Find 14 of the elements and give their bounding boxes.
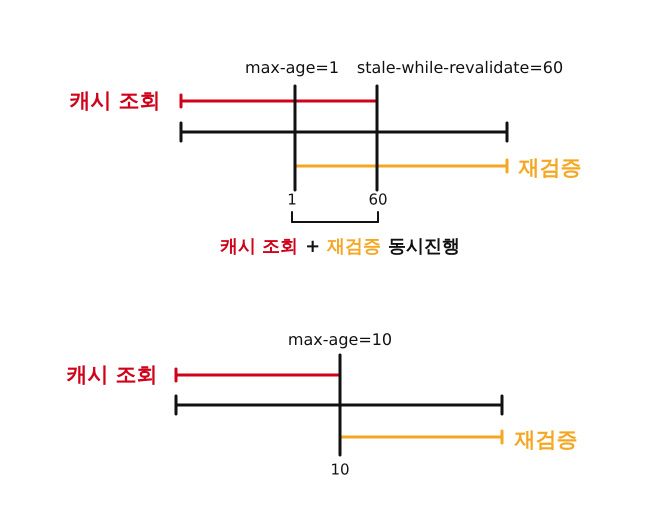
bar-label: 캐시 조회 (69, 90, 161, 112)
bar-label: 재검증 (518, 158, 582, 178)
tick-label: 60 (368, 192, 388, 208)
bar-label: 캐시 조회 (66, 364, 158, 386)
marker-label: stale-while-revalidate=60 (356, 60, 564, 76)
tick-label: 1 (287, 192, 297, 208)
caption-text: 재검증 (327, 238, 382, 256)
marker-label: max-age=10 (288, 332, 392, 348)
caption-text: 캐시 조회 (220, 238, 298, 256)
caption-text: + (305, 238, 320, 256)
marker-label: max-age=1 (244, 60, 340, 76)
tick-label: 10 (330, 462, 350, 478)
caption-text: 동시진행 (388, 238, 460, 256)
bar-label: 재검증 (514, 430, 578, 450)
